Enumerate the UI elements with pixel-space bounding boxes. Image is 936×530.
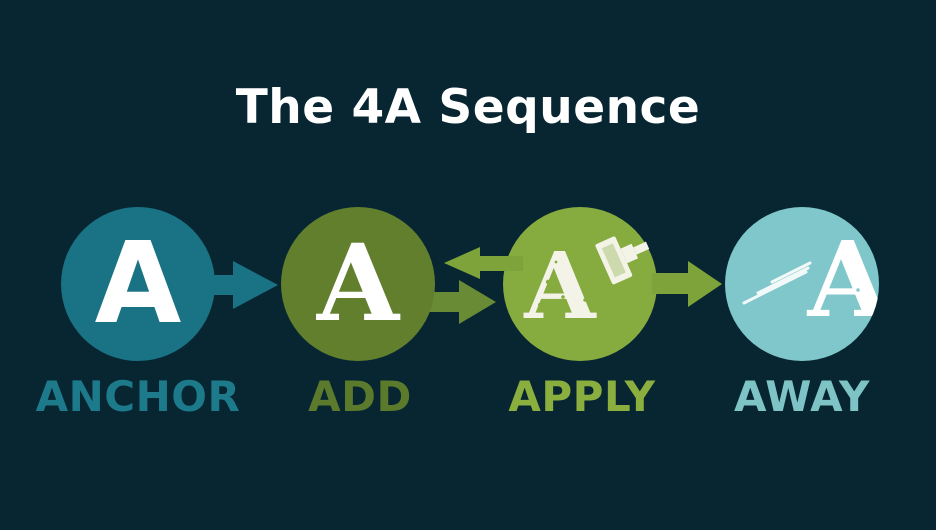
arrow-apply-to-add [444,247,523,279]
stage-apply: A [503,207,657,361]
arrow-anchor-to-add [205,261,278,309]
label-anchor: ANCHOR [35,372,241,421]
anchor-circle [61,207,215,361]
add-letter: A [316,220,401,345]
label-add: ADD [308,372,412,421]
arrow-apply-to-away [652,261,722,307]
away-letter-texture [830,260,868,302]
slide-title: The 4A Sequence [235,80,701,135]
label-apply: APPLY [508,372,656,421]
anchor-letter: A [95,219,182,349]
add-circle [281,207,435,361]
stage-add: A [281,207,435,361]
away-letter: A [807,218,890,341]
motion-lines-icon [742,261,812,305]
stage-anchor: A [61,207,215,361]
stage-away: A [725,207,890,361]
arrow-add-to-apply [425,280,496,324]
apply-letter: A [523,232,597,340]
away-circle [725,207,879,361]
label-away: AWAY [734,372,870,421]
apply-letter-texture [528,260,587,312]
stamp-icon [595,236,650,285]
